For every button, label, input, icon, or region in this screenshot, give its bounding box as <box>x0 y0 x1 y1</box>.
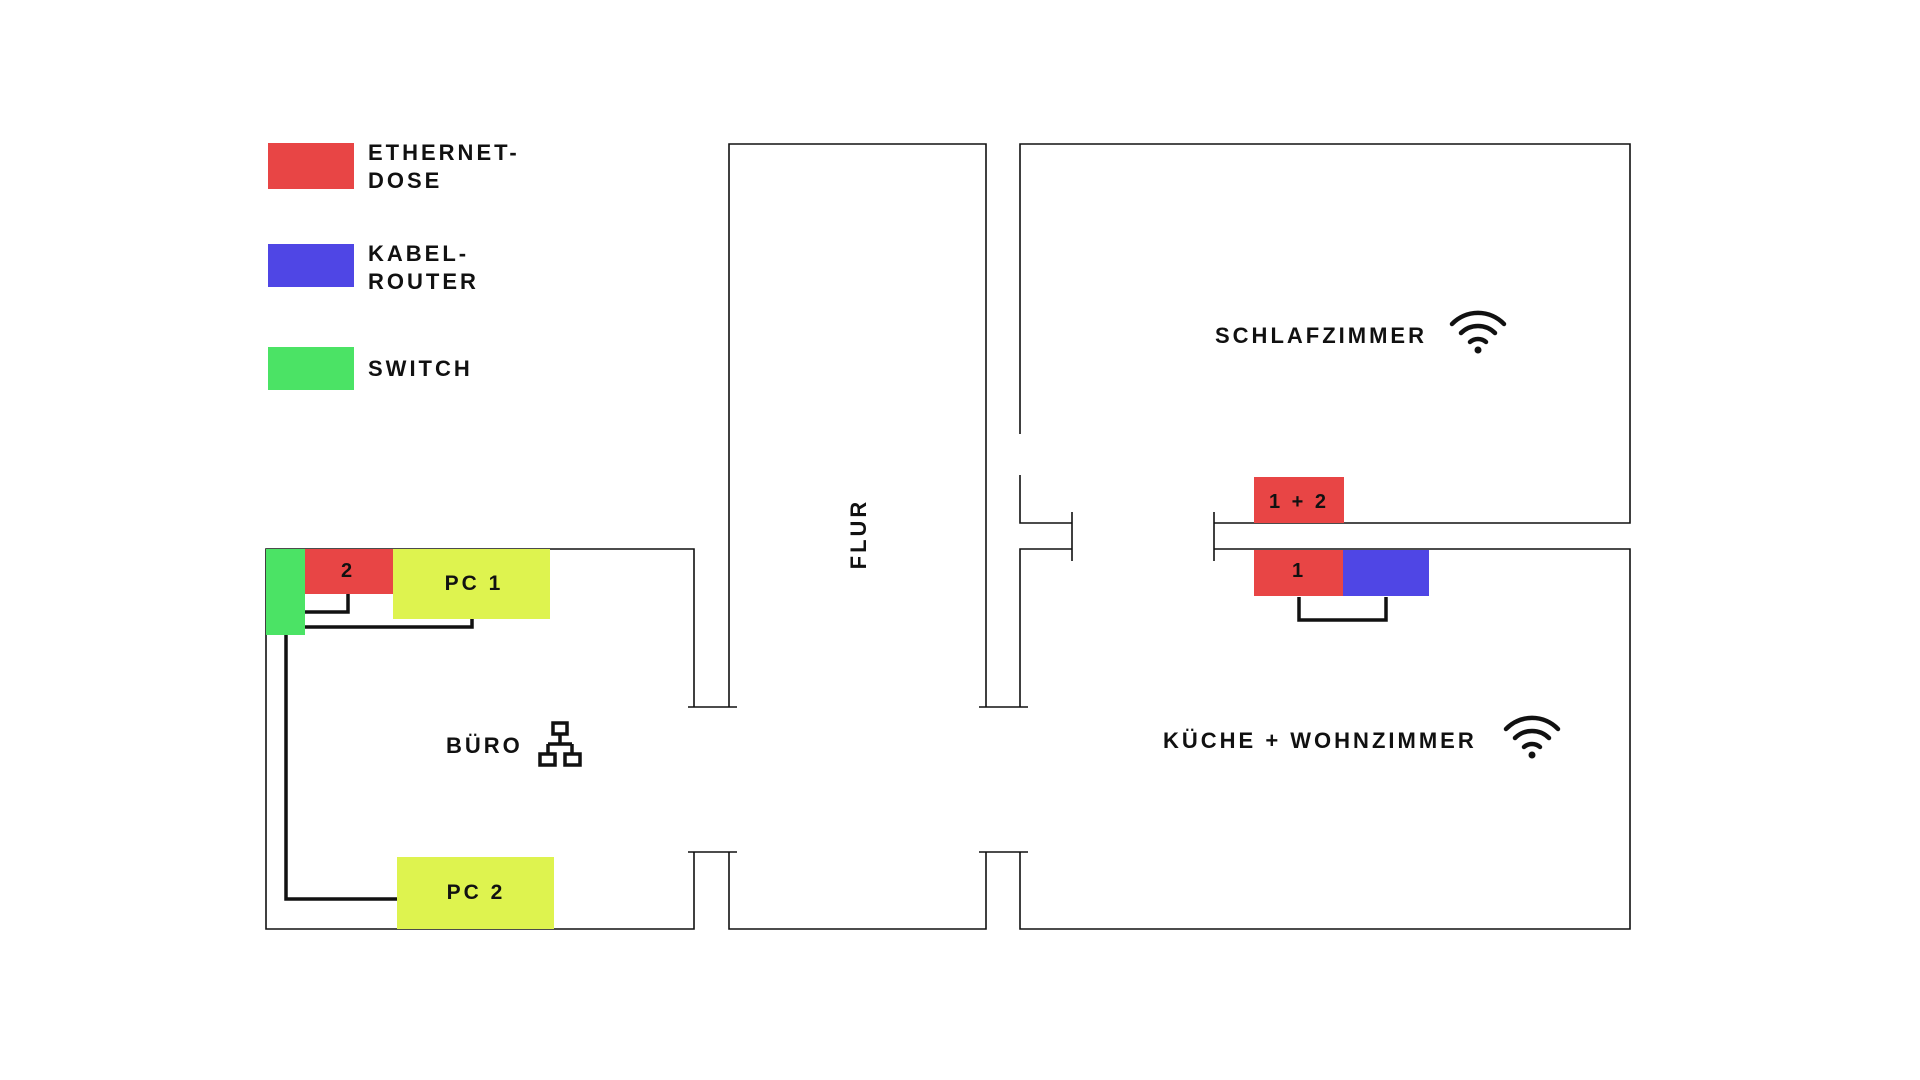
walls <box>265 143 1631 930</box>
legend-swatch-ethernet <box>268 143 354 189</box>
cable-router <box>1343 550 1429 596</box>
pc-2 <box>397 857 554 929</box>
legend-label-ethernet-line1: ETHERNET- <box>368 140 520 165</box>
room-label-buero: BÜRO <box>446 733 523 758</box>
legend-swatch-router <box>268 244 354 287</box>
ethernet-socket-1-2-label: 1 + 2 <box>1269 491 1329 513</box>
buero-wall <box>265 548 695 930</box>
ethernet-socket-1-label: 1 <box>1292 560 1306 582</box>
schlafzimmer-wall <box>1019 143 1631 524</box>
legend-label-router-line1: KABEL- <box>368 241 469 266</box>
wifi-icon <box>1449 310 1507 354</box>
cable-socket2-switch <box>305 594 350 614</box>
cable-socket-router <box>1297 597 1388 622</box>
wifi-icon <box>1503 715 1561 759</box>
ethernet-socket-1-2 <box>1254 477 1344 523</box>
pc-1 <box>393 549 550 619</box>
ethernet-socket-1 <box>1254 550 1344 596</box>
legend-label-ethernet-line2: DOSE <box>368 168 442 193</box>
kueche-wall-top <box>1019 548 1072 707</box>
room-label-schlafzimmer: SCHLAFZIMMER <box>1215 323 1427 348</box>
ethernet-socket-2 <box>305 549 394 594</box>
cable-pc2-switch <box>284 635 398 901</box>
network-switch <box>266 549 305 635</box>
room-label-kueche: KÜCHE + WOHNZIMMER <box>1163 728 1477 753</box>
pc-1-label: PC 1 <box>445 572 504 595</box>
devices: 1 + 2 1 2 PC 1 PC 2 <box>266 477 1429 929</box>
network-icon <box>538 721 582 767</box>
flur-wall-bottom <box>728 852 987 930</box>
legend: ETHERNET- DOSE KABEL- ROUTER SWITCH <box>268 140 520 390</box>
legend-label-router-line2: ROUTER <box>368 269 479 294</box>
legend-label-switch: SWITCH <box>368 356 473 381</box>
room-labels: FLUR SCHLAFZIMMER KÜCHE + WOHNZIMMER BÜR… <box>446 323 1477 758</box>
schlafzimmer-wall-lower <box>1019 475 1072 524</box>
ethernet-socket-2-label: 2 <box>341 560 355 582</box>
legend-swatch-switch <box>268 347 354 390</box>
room-label-flur: FLUR <box>846 499 871 570</box>
kueche-wall-right <box>1019 548 1631 930</box>
pc-2-label: PC 2 <box>447 881 506 904</box>
cable-pc1-switch <box>305 618 474 629</box>
flur-wall-top <box>728 143 987 707</box>
cables <box>284 594 1388 901</box>
